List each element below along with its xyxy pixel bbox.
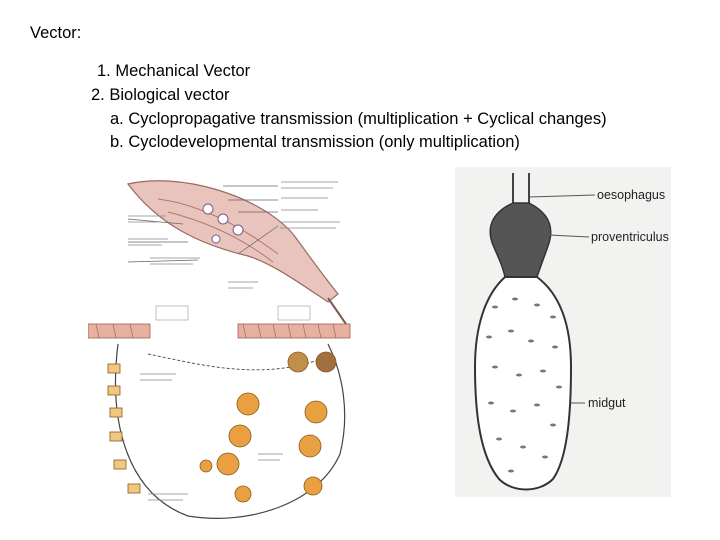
list-item-cyclopropagative: a. Cyclopropagative transmission (multip… (110, 110, 607, 128)
label-midgut: midgut (588, 396, 626, 410)
list-item-biological-vector: 2. Biological vector (91, 86, 230, 104)
label-proventriculus: proventriculus (591, 230, 669, 244)
label-oesophagus: oesophagus (597, 188, 665, 202)
list-item-cyclodevelopmental: b. Cyclodevelopmental transmission (only… (110, 133, 520, 151)
life-cycle-illustration (87, 164, 360, 526)
mosquito-gut-diagram: oesophagus proventriculus midgut (455, 167, 671, 497)
gut-drawing: oesophagus proventriculus midgut (455, 167, 671, 497)
list-item-mechanical-vector: 1. Mechanical Vector (97, 62, 251, 80)
slide-title: Vector: (30, 24, 82, 42)
life-cycle-drawing (87, 180, 351, 519)
